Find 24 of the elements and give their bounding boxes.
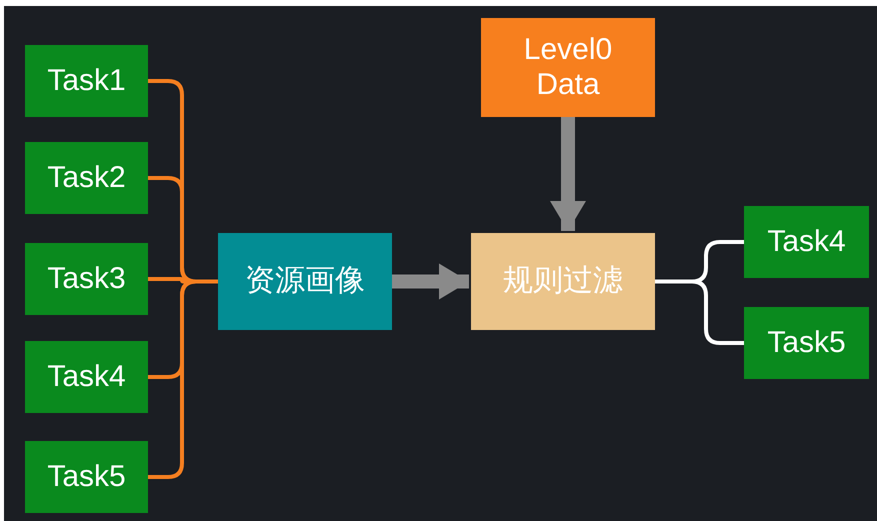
task-box: [25, 243, 148, 315]
node-label: 规则过滤: [503, 264, 623, 299]
data-box: [481, 18, 655, 117]
task-box: [25, 142, 148, 214]
process-box: [218, 233, 392, 330]
brace-connector: [655, 280, 744, 345]
node-label: Task5: [767, 326, 846, 360]
task-box: [744, 307, 869, 379]
node-label: Task4: [767, 224, 846, 260]
task-box: [25, 441, 148, 513]
arrow: [550, 117, 586, 231]
node-label: Task2: [47, 160, 126, 196]
node-label: Task4: [47, 360, 126, 394]
node-label: Task3: [47, 262, 126, 296]
node-label: 资源画像: [245, 264, 365, 299]
task-box: [25, 45, 148, 117]
node-label: Task5: [47, 460, 126, 494]
node-label: Task1: [47, 64, 126, 98]
arrow: [392, 264, 469, 300]
task-box: [25, 341, 148, 413]
task-box: [744, 206, 869, 278]
process-box: [471, 233, 655, 330]
brace-connector: [148, 280, 218, 479]
node-label: Level0 Data: [522, 33, 614, 102]
